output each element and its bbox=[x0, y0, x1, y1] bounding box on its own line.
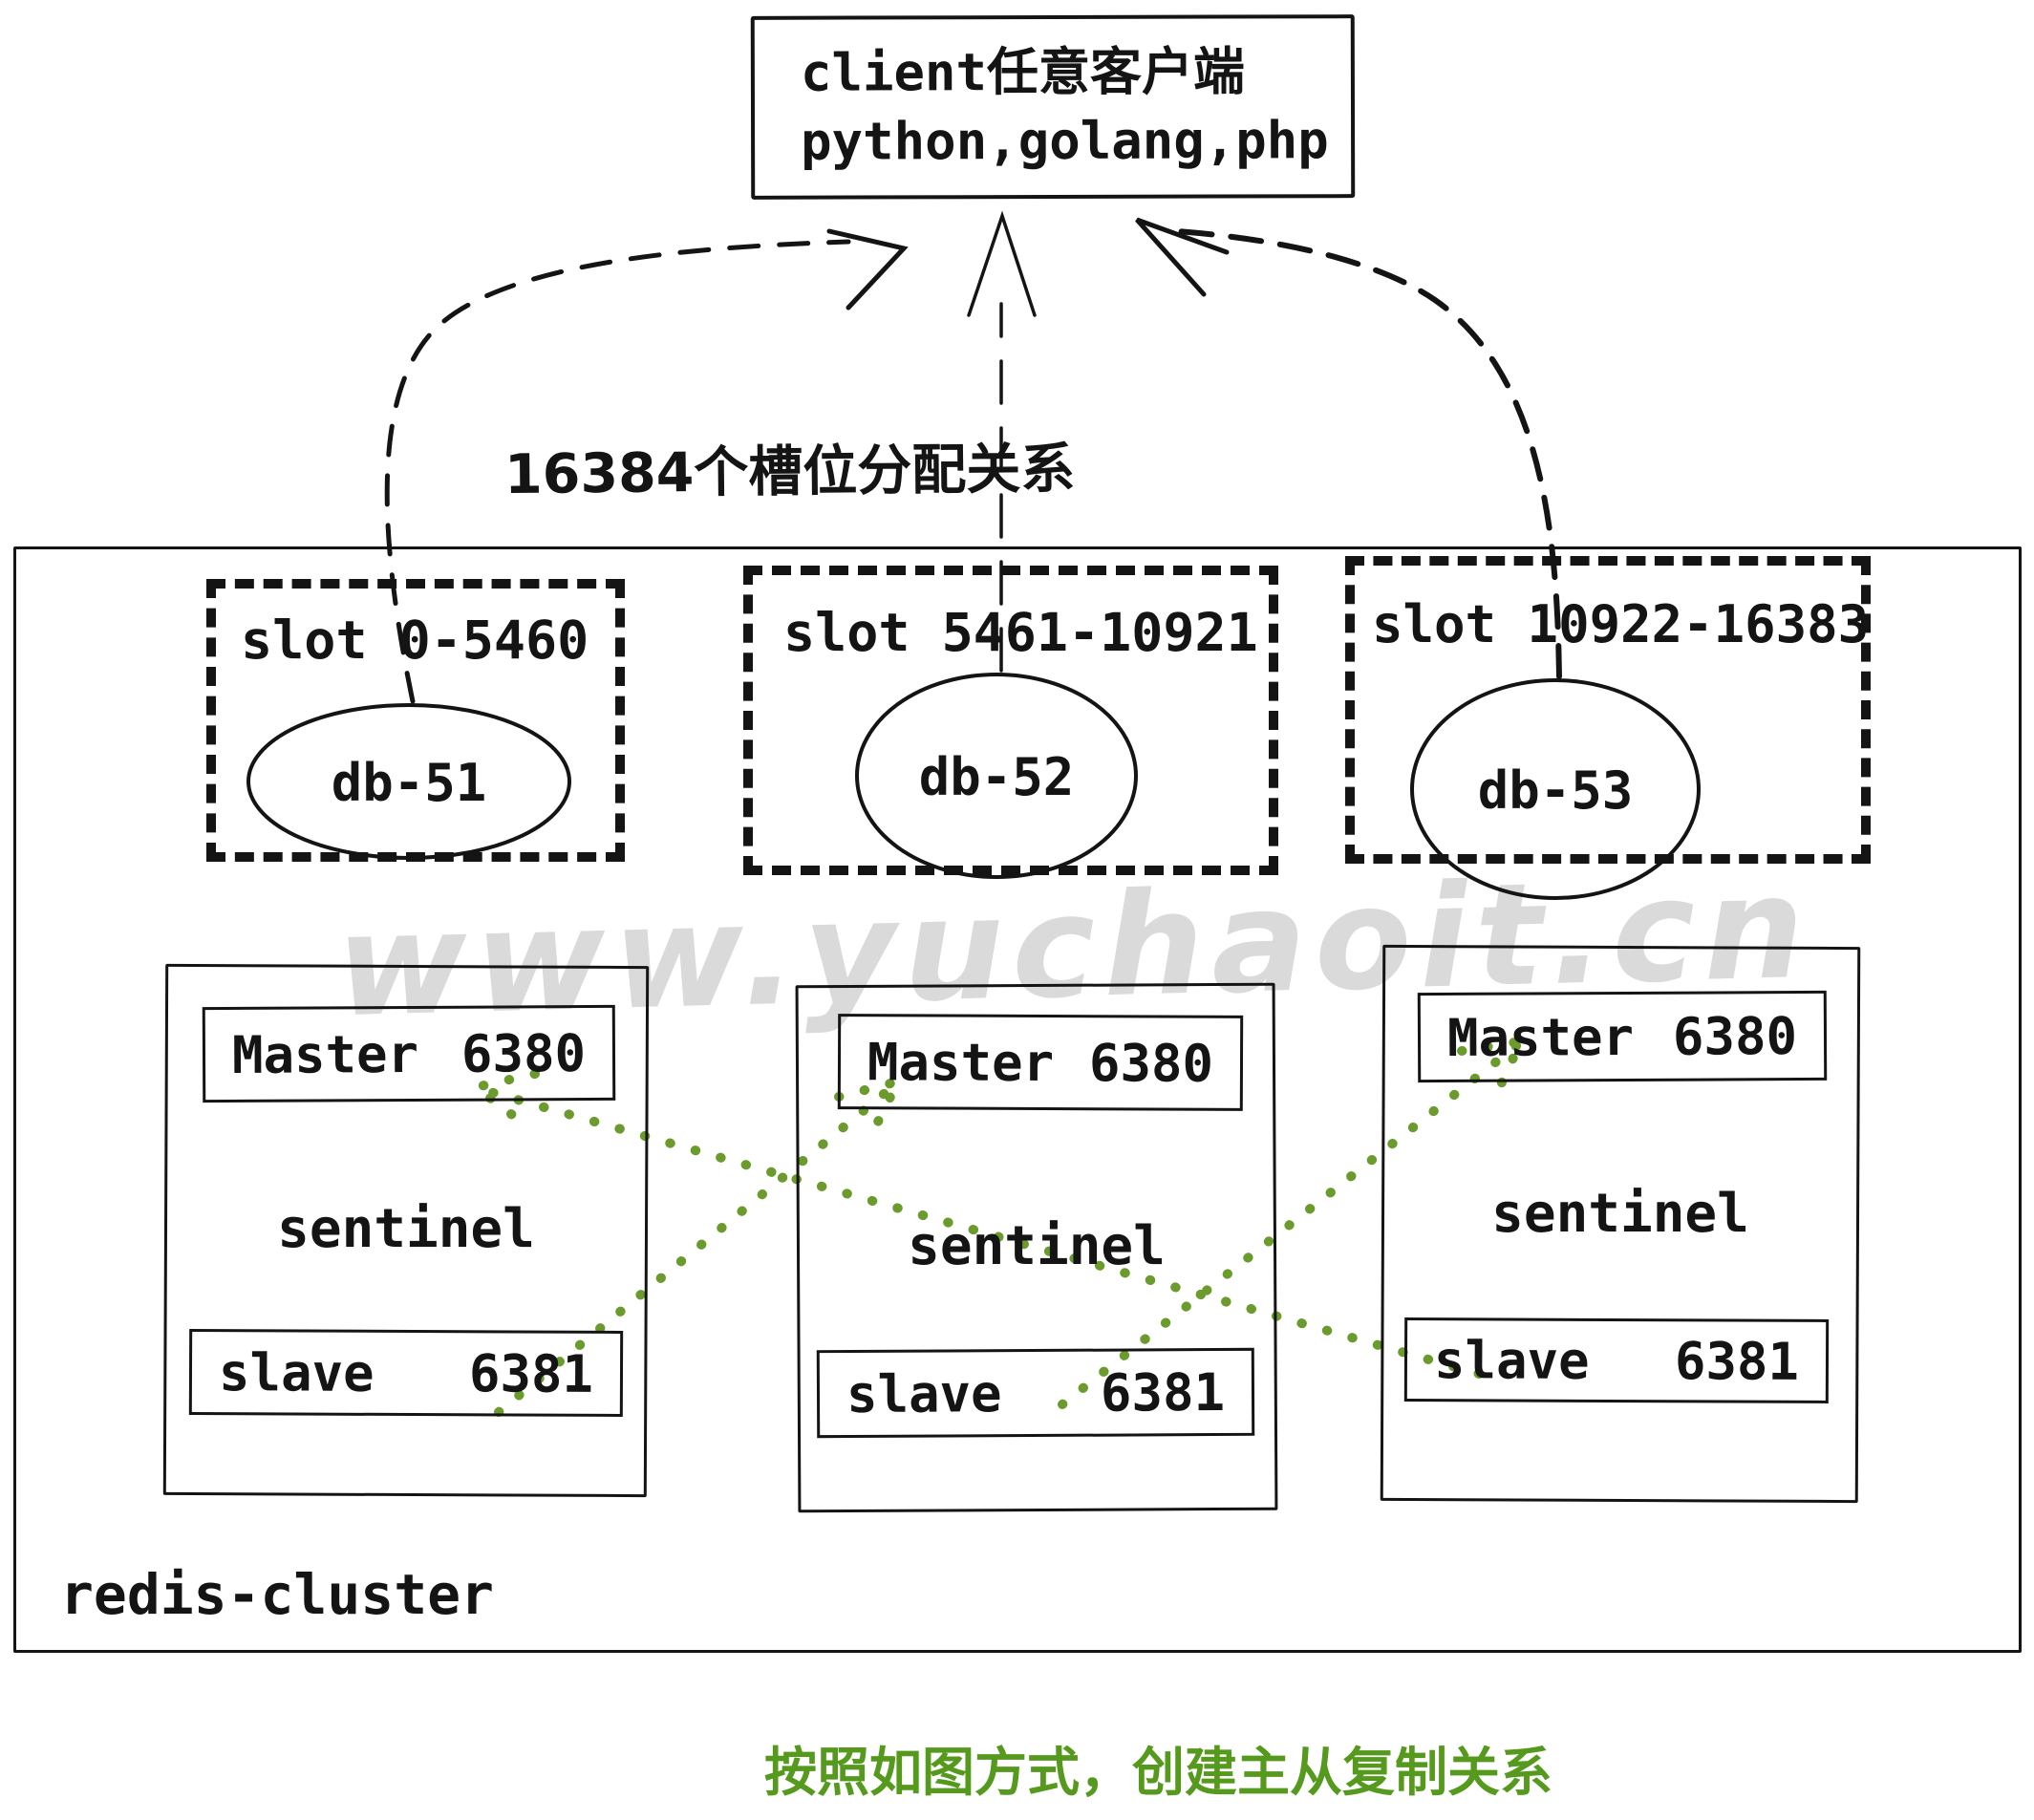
slave-box-1: slave 6381 bbox=[188, 1329, 624, 1417]
slave-port: 6381 bbox=[468, 1342, 594, 1404]
redis-cluster-label: redis-cluster bbox=[60, 1562, 494, 1627]
slave-label: slave bbox=[218, 1341, 375, 1403]
client-line1: client任意客户端 bbox=[800, 41, 1246, 103]
master-port: 6380 bbox=[1672, 1005, 1798, 1067]
slave-port: 6381 bbox=[1100, 1361, 1226, 1424]
slave-label: slave bbox=[1433, 1329, 1590, 1391]
client-box: client任意客户端 python,golang,php bbox=[750, 14, 1356, 200]
client-line2: python,golang,php bbox=[801, 110, 1329, 172]
slot-box-0-5460: slot 0-5460 bbox=[206, 579, 625, 862]
slave-port: 6381 bbox=[1674, 1330, 1800, 1392]
caption: 按照如图方式，创建主从复制关系 bbox=[764, 1742, 1553, 1803]
slot-label: slot 10922-16383 bbox=[1372, 594, 1870, 654]
db52-label: db-52 bbox=[918, 747, 1075, 807]
db53-label: db-53 bbox=[1477, 760, 1634, 821]
master-box-3: Master 6380 bbox=[1417, 990, 1828, 1083]
slave-box-2: slave 6381 bbox=[816, 1347, 1255, 1439]
slot-label: slot 0-5460 bbox=[241, 610, 589, 671]
master-box-1: Master 6380 bbox=[202, 1004, 616, 1103]
master-port: 6380 bbox=[460, 1022, 587, 1084]
master-box-2: Master 6380 bbox=[837, 1014, 1244, 1111]
db51-label: db-51 bbox=[331, 753, 487, 813]
redis-cluster-box: redis-cluster bbox=[13, 546, 2022, 1653]
master-port: 6380 bbox=[1088, 1032, 1214, 1094]
slave-label: slave bbox=[846, 1362, 1002, 1424]
sentinel-label-2: sentinel bbox=[908, 1215, 1166, 1277]
master-label: Master bbox=[1446, 1006, 1635, 1068]
slot-annotation: 16384个槽位分配关系 bbox=[503, 437, 1076, 507]
master-label: Master bbox=[231, 1023, 419, 1085]
sentinel-label-3: sentinel bbox=[1491, 1183, 1749, 1245]
slot-label: slot 5461-10921 bbox=[783, 602, 1258, 663]
slave-box-3: slave 6381 bbox=[1403, 1317, 1830, 1403]
sentinel-label-1: sentinel bbox=[277, 1198, 535, 1260]
master-label: Master bbox=[867, 1031, 1055, 1093]
slot-box-5461-10921: slot 5461-10921 bbox=[743, 566, 1278, 875]
